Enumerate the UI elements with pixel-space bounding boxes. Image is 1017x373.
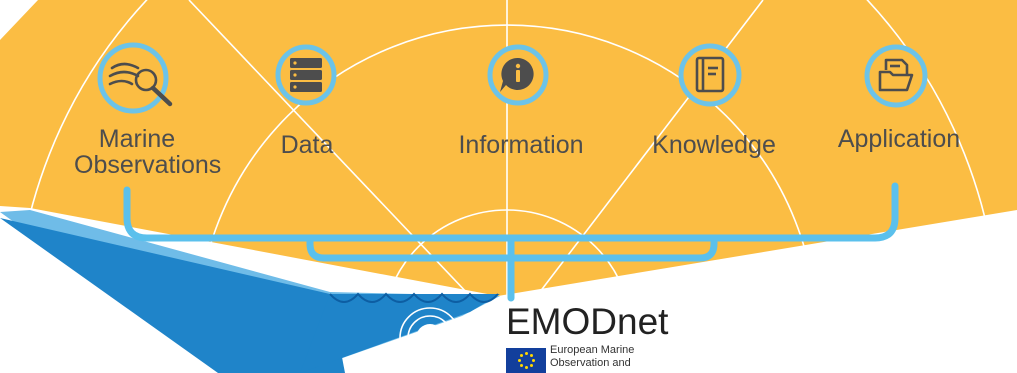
subtitle-line-2: Observation and (550, 357, 631, 369)
stage-label-application: Application (837, 125, 961, 153)
connector-brackets (123, 182, 899, 302)
orange-background (0, 0, 1017, 296)
book-icon (678, 43, 742, 107)
stage-label-information: Information (458, 131, 584, 159)
folder-document-icon (864, 44, 928, 108)
subtitle-line-1: European Marine (550, 344, 635, 356)
stage-label-knowledge: Knowledge (652, 131, 776, 159)
emodnet-subtitle: European Marine Observation and (550, 344, 634, 370)
server-icon (275, 44, 337, 106)
eu-flag-icon (506, 348, 546, 373)
info-bubble-icon (487, 44, 549, 106)
emodnet-logo-text: EMODnet (506, 301, 669, 342)
stage-label-marine-observations: Marine Observations (74, 125, 222, 179)
waves-magnifier-icon (97, 42, 173, 114)
sea-wedge (0, 210, 500, 373)
stage-label-data: Data (280, 131, 334, 159)
